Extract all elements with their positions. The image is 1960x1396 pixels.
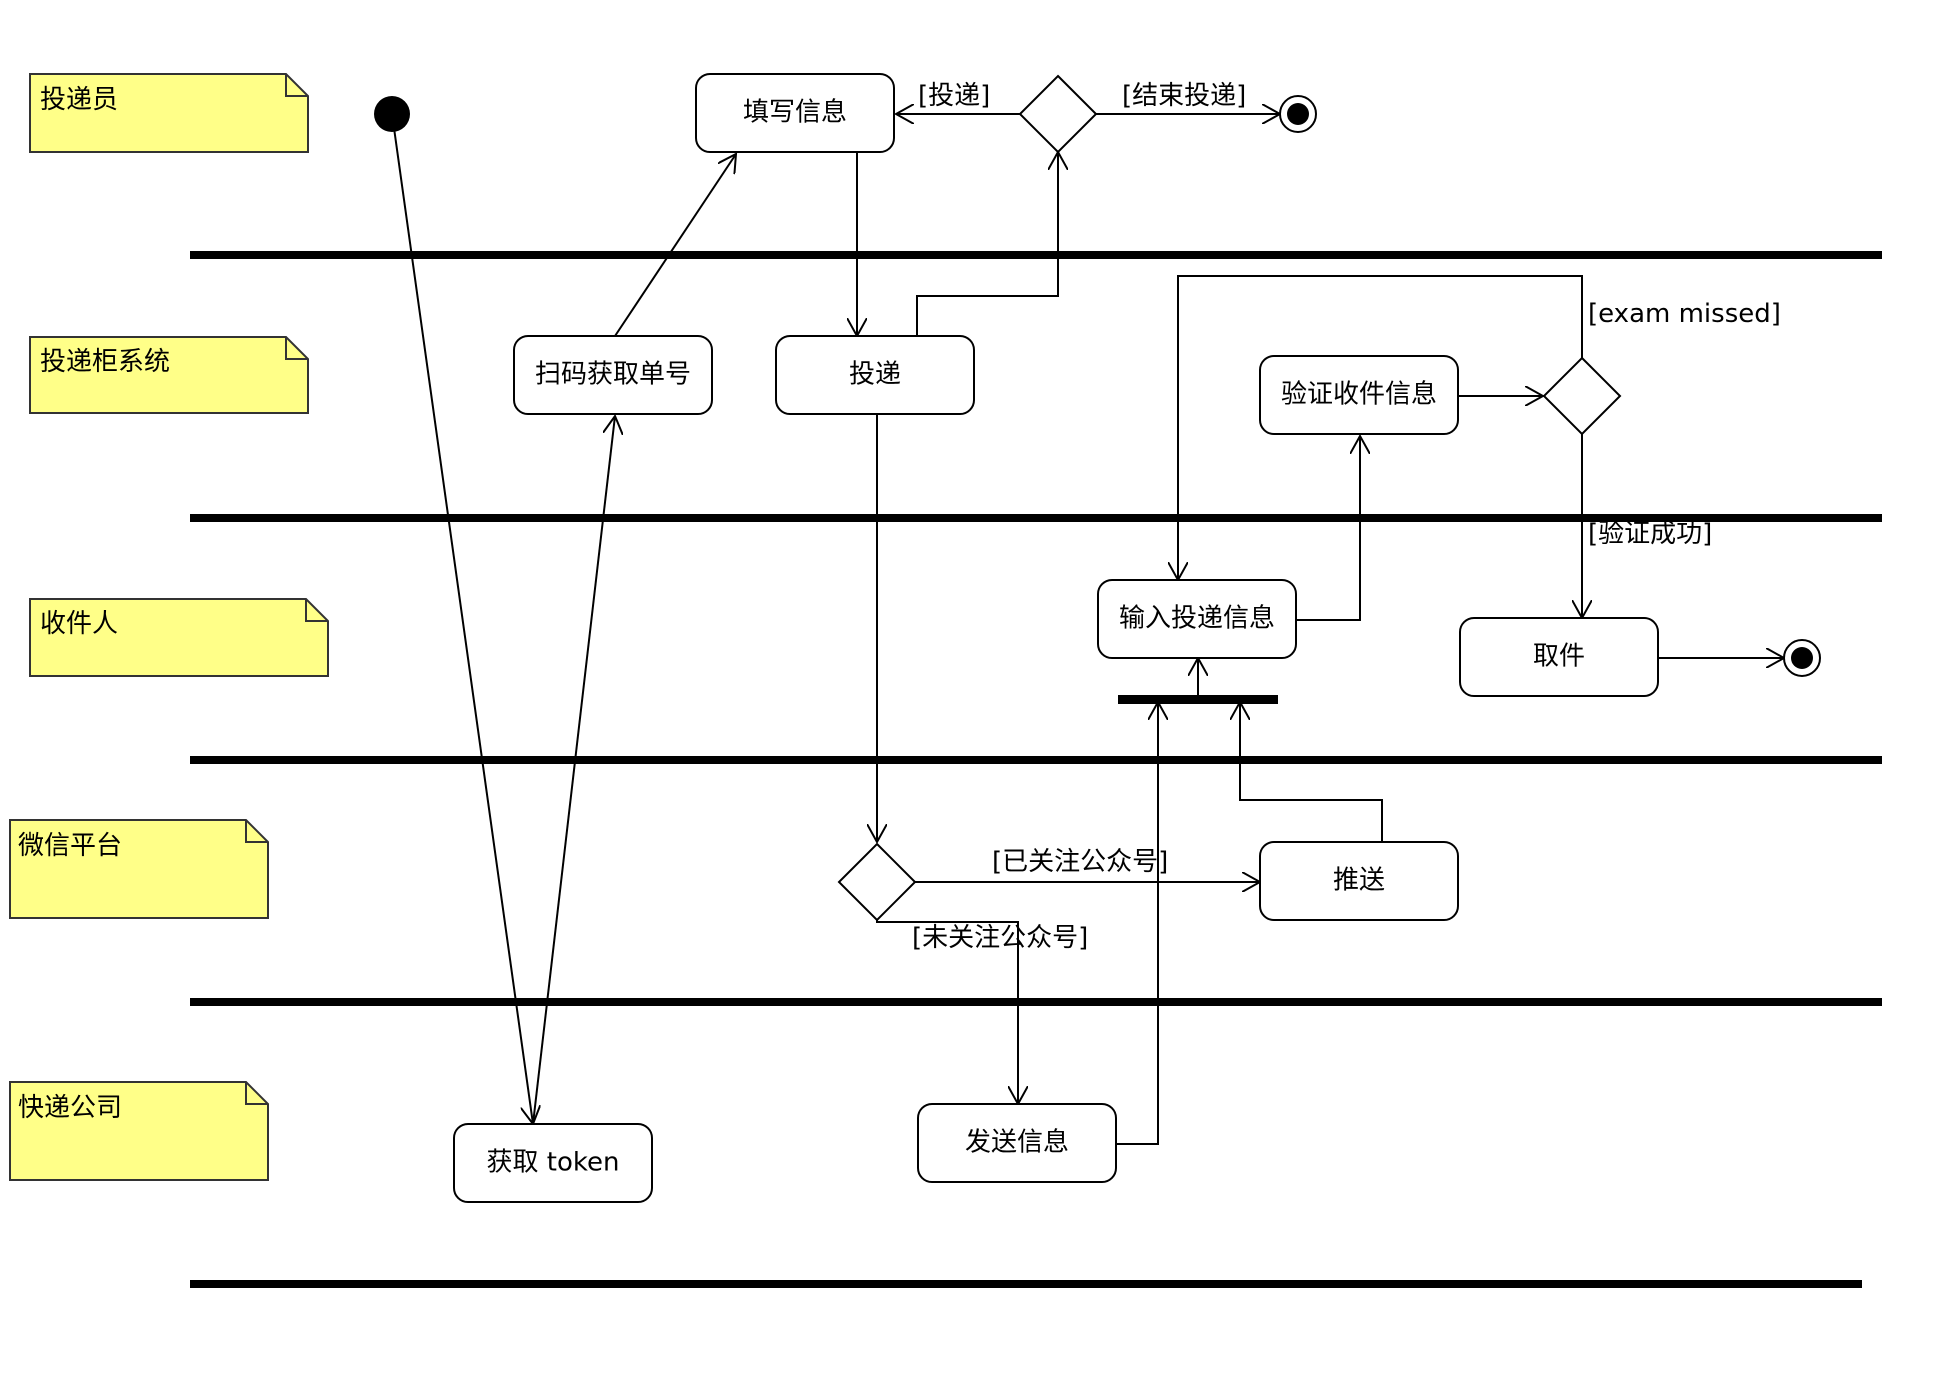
action-fill-info-label: 填写信息 [743, 98, 847, 128]
guard-deliver: [投递] [918, 81, 990, 111]
flow-send-info-to-fork [1116, 702, 1158, 1145]
flow-get-token-to-scan [532, 416, 615, 1125]
action-get-token: 获取 token [453, 1123, 653, 1203]
guard-end-delivery: [结束投递] [1122, 81, 1246, 111]
guard-exam-missed: [exam missed] [1588, 299, 1781, 329]
action-send-info-label: 发送信息 [965, 1128, 1069, 1158]
initial-node [374, 96, 410, 132]
action-deliver: 投递 [775, 335, 975, 415]
action-push: 推送 [1259, 841, 1459, 921]
lane-note-express: 快递公司 [9, 1081, 269, 1181]
guard-verify-success: [验证成功] [1588, 519, 1712, 549]
lane-label-recipient: 收件人 [40, 609, 118, 639]
lane-note-recipient: 收件人 [29, 598, 329, 677]
action-push-label: 推送 [1333, 866, 1385, 896]
lane-note-courier: 投递员 [29, 73, 309, 153]
action-pick-up: 取件 [1459, 617, 1659, 697]
action-input-delivery-info: 输入投递信息 [1097, 579, 1297, 659]
lane-note-wechat: 微信平台 [9, 819, 269, 919]
action-verify-recipient-label: 验证收件信息 [1281, 380, 1437, 410]
action-get-token-label: 获取 token [487, 1148, 620, 1178]
fork-bar [1118, 695, 1278, 704]
flow-push-to-fork [1240, 702, 1383, 842]
final-node-courier [1279, 95, 1317, 133]
action-fill-info: 填写信息 [695, 73, 895, 153]
lane-label-wechat: 微信平台 [18, 831, 122, 861]
decision-node-courier [1018, 74, 1098, 154]
guard-followed: [已关注公众号] [992, 847, 1168, 877]
final-node-recipient [1783, 639, 1821, 677]
action-input-delivery-info-label: 输入投递信息 [1119, 604, 1275, 634]
action-scan-get-number-label: 扫码获取单号 [535, 360, 691, 390]
lane-label-locker: 投递柜系统 [40, 347, 170, 377]
action-pick-up-label: 取件 [1533, 642, 1585, 672]
action-scan-get-number: 扫码获取单号 [513, 335, 713, 415]
decision-node-wechat [837, 842, 917, 922]
action-send-info: 发送信息 [917, 1103, 1117, 1183]
lane-label-express: 快递公司 [18, 1093, 122, 1123]
lane-note-locker: 投递柜系统 [29, 336, 309, 414]
flow-start-to-get-token [393, 127, 533, 1124]
decision-node-verify [1542, 356, 1622, 436]
flow-decision-exam-missed-to-input-info [1178, 275, 1583, 580]
guard-not-followed: [未关注公众号] [912, 923, 1088, 953]
action-verify-recipient: 验证收件信息 [1259, 355, 1459, 435]
flow-deliver-to-decision-courier [916, 152, 1058, 336]
action-deliver-label: 投递 [849, 360, 901, 390]
flow-scan-to-fill-info [614, 154, 736, 337]
flow-input-info-to-verify [1296, 436, 1360, 621]
lane-label-courier: 投递员 [40, 85, 118, 115]
